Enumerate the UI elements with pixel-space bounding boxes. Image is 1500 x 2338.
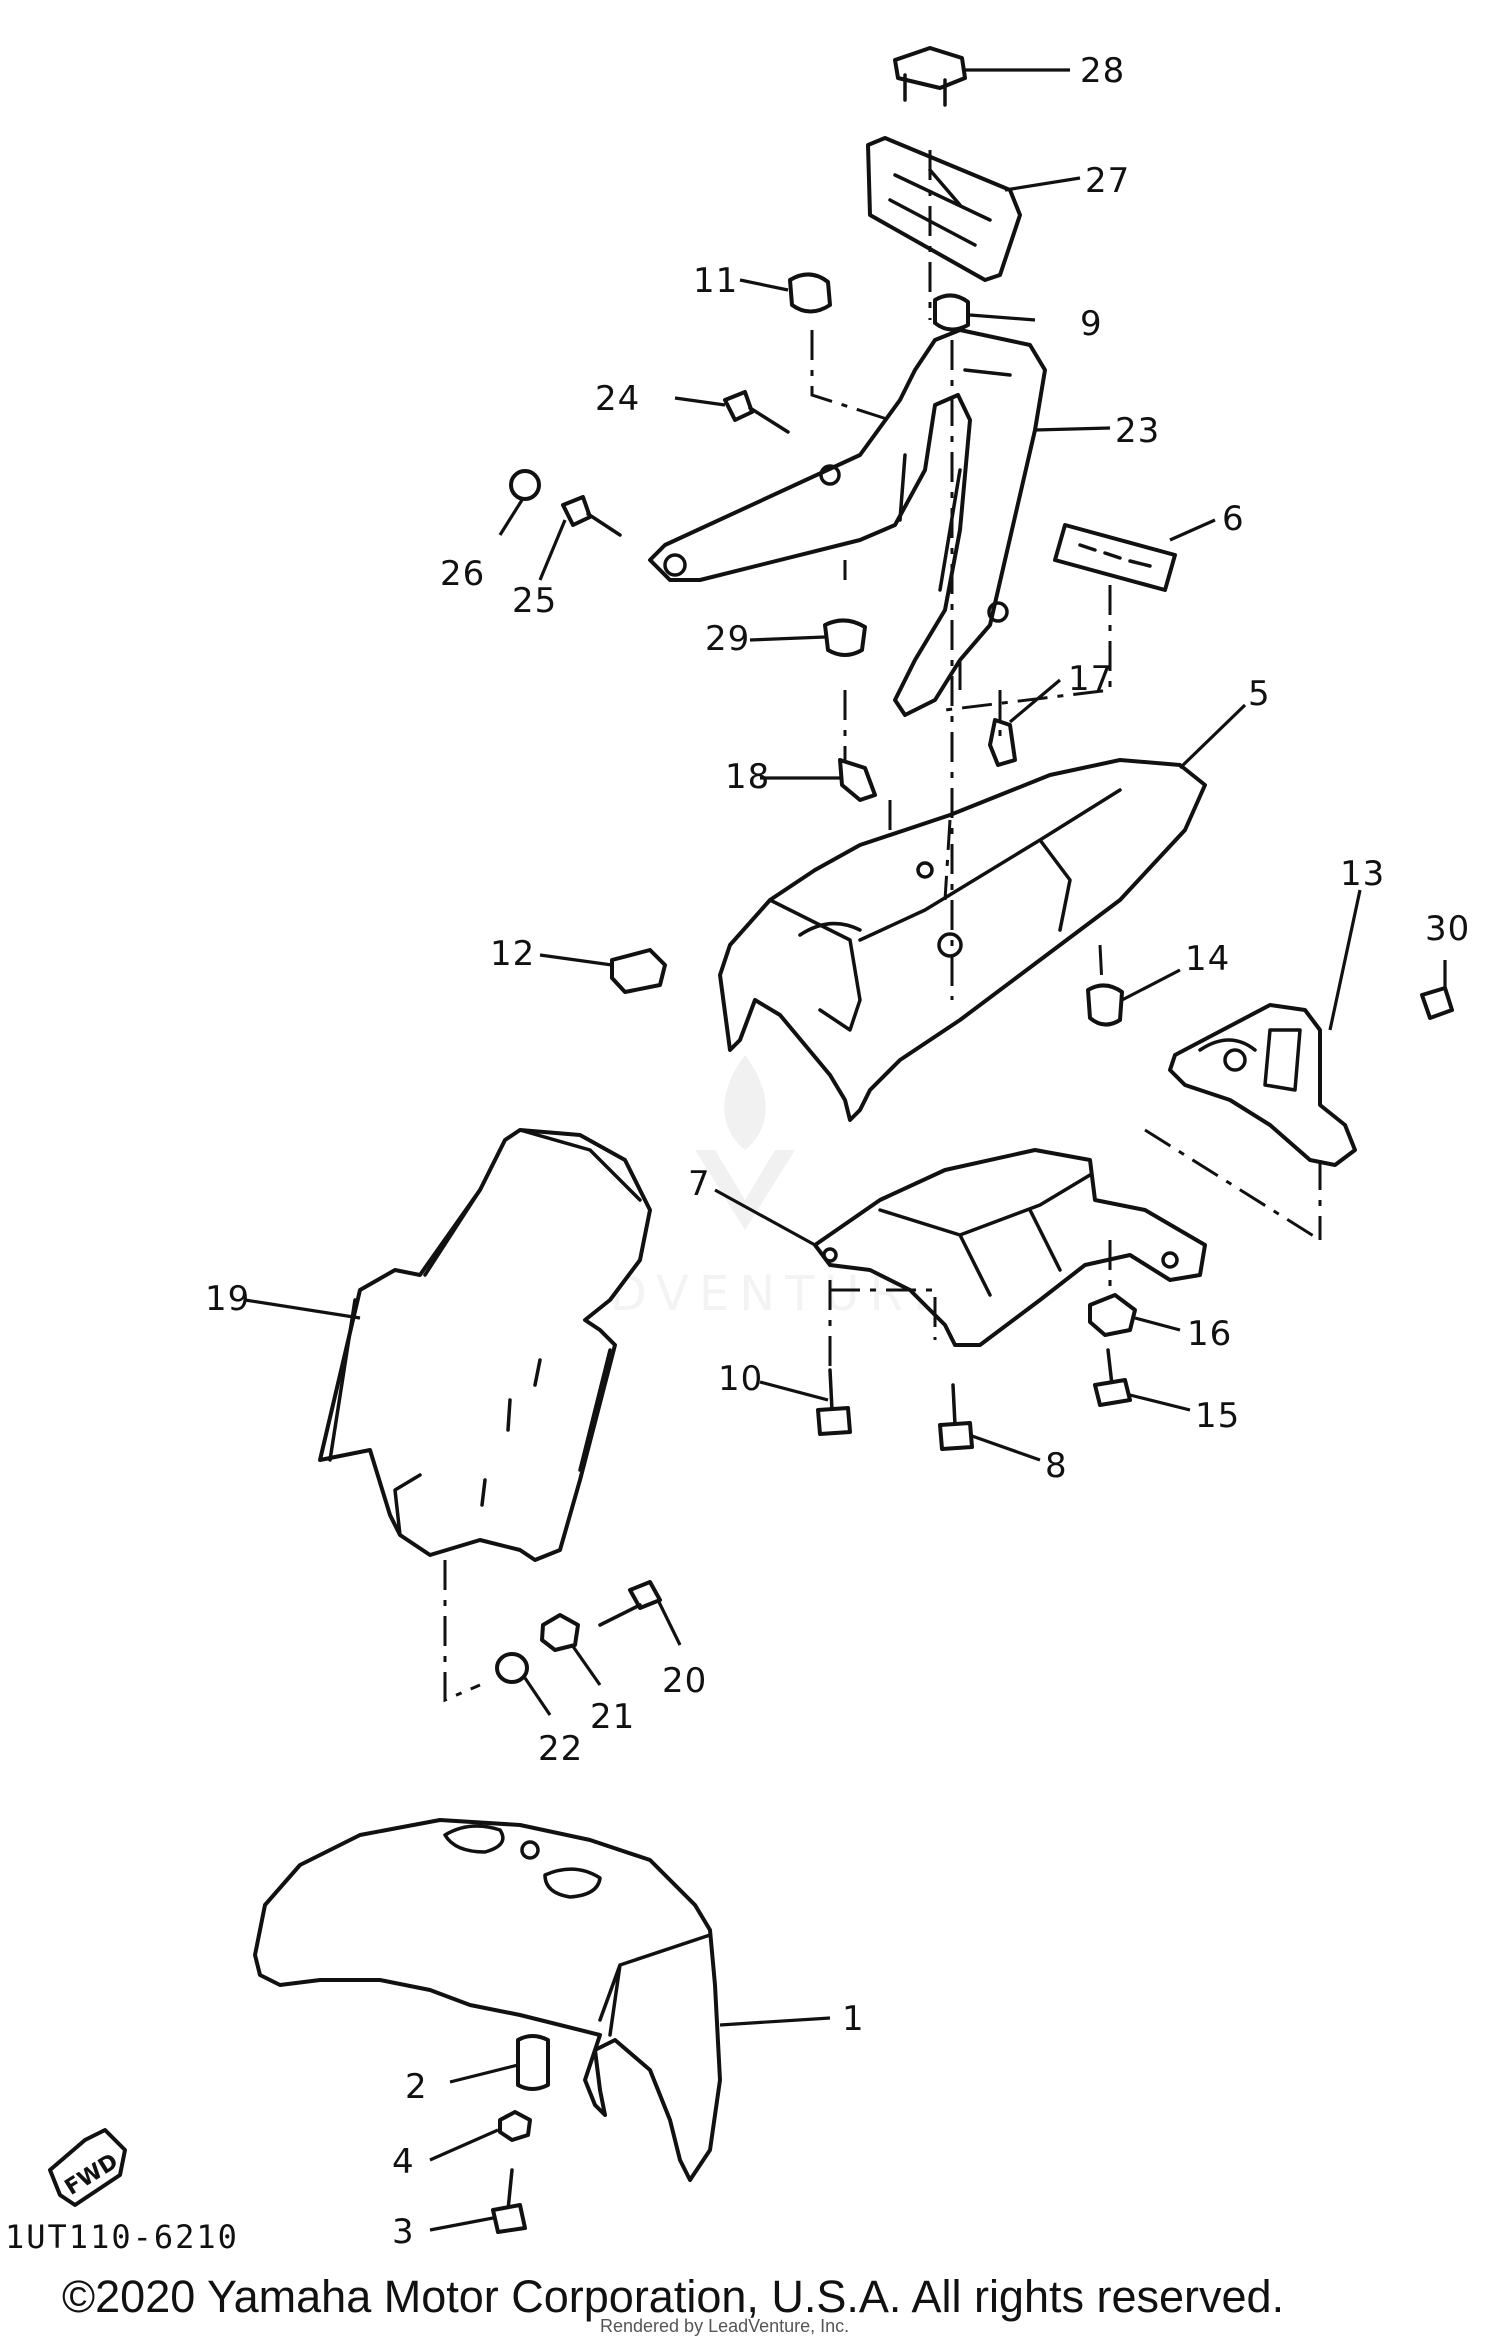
part-23-grab-bar — [648, 328, 1047, 717]
part-21-nut — [540, 1613, 580, 1652]
part-14-damper — [1086, 983, 1124, 1027]
callout-11: 11 — [693, 261, 738, 301]
part-24-bolt — [723, 390, 790, 434]
part-17-clip — [988, 718, 1017, 767]
part-8-bolt — [938, 1383, 974, 1451]
callout-9: 9 — [1080, 304, 1103, 344]
part-3-bolt — [491, 2168, 527, 2234]
callout-14: 14 — [1185, 939, 1230, 979]
callout-24: 24 — [595, 379, 640, 419]
part-29-grommet — [823, 618, 867, 657]
callout-28: 28 — [1080, 51, 1125, 91]
callout-21: 21 — [590, 1697, 635, 1737]
part-11-nut — [788, 272, 832, 314]
callout-25: 25 — [512, 581, 557, 621]
part-5-rear-fender — [718, 758, 1207, 1122]
callout-12: 12 — [490, 934, 535, 974]
callout-10: 10 — [718, 1359, 763, 1399]
callout-7: 7 — [688, 1164, 711, 1204]
part-4-nut — [498, 2110, 532, 2142]
part-27-plate — [866, 136, 1022, 282]
callout-4: 4 — [392, 2142, 415, 2182]
callout-15: 15 — [1195, 1396, 1240, 1436]
callout-13: 13 — [1340, 854, 1385, 894]
callout-29: 29 — [705, 619, 750, 659]
part-1-front-fender — [253, 1818, 722, 2182]
rendered-by-text: Rendered by LeadVenture, Inc. — [600, 2316, 849, 2336]
alignment-lines — [443, 150, 1322, 1703]
fwd-arrow-icon: FWD — [48, 2128, 127, 2207]
part-28-bracket — [893, 46, 967, 107]
part-30-clip — [1420, 986, 1454, 1020]
part-6-emblem — [1053, 523, 1177, 592]
part-16-nut — [1088, 1293, 1137, 1337]
callout-3: 3 — [392, 2212, 415, 2252]
callout-26: 26 — [440, 554, 485, 594]
callout-17: 17 — [1068, 659, 1113, 699]
callout-2: 2 — [405, 2067, 428, 2107]
part-26-cap — [509, 469, 541, 501]
callout-23: 23 — [1115, 411, 1160, 451]
part-7-stay — [813, 1148, 1207, 1347]
part-9-nut — [933, 293, 970, 332]
callout-18: 18 — [725, 757, 770, 797]
callout-27: 27 — [1085, 161, 1130, 201]
leader-lines — [244, 68, 1447, 2232]
callout-22: 22 — [538, 1729, 583, 1769]
callout-30: 30 — [1425, 909, 1470, 949]
part-25-bolt — [561, 495, 622, 537]
callout-20: 20 — [662, 1661, 707, 1701]
part-13-bracket — [1168, 1003, 1357, 1167]
part-15-bolt — [1093, 1348, 1132, 1407]
callout-6: 6 — [1222, 499, 1245, 539]
part-19-inner-fender — [318, 1128, 652, 1562]
copyright-text: ©2020 Yamaha Motor Corporation, U.S.A. A… — [62, 2271, 1284, 2322]
callout-1: 1 — [842, 1999, 865, 2039]
part-2-collar — [516, 2034, 550, 2091]
diagram-code: 1UT110-6210 — [5, 2218, 239, 2256]
part-10-bolt — [816, 1368, 852, 1436]
callout-labels: 28 27 11 9 24 23 6 26 25 29 17 18 5 12 1… — [205, 51, 1470, 2252]
callout-16: 16 — [1187, 1314, 1232, 1354]
part-18-clip — [838, 758, 877, 802]
callout-19: 19 — [205, 1279, 250, 1319]
callout-8: 8 — [1045, 1446, 1068, 1486]
callout-5: 5 — [1248, 674, 1271, 714]
part-20-bolt — [598, 1580, 662, 1627]
part-22-washer — [495, 1652, 529, 1684]
part-12-block — [610, 948, 667, 994]
